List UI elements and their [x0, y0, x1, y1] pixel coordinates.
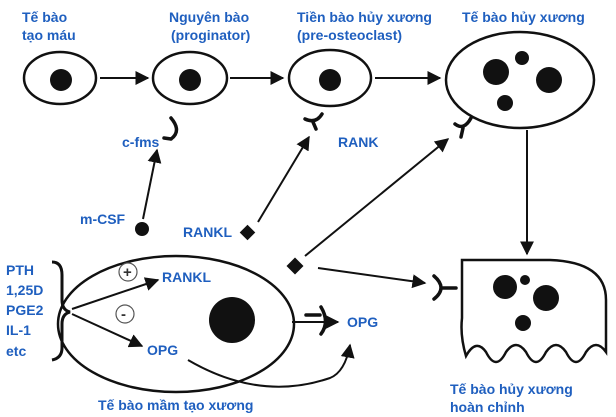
- mature-osteoclast-cell: [460, 258, 608, 364]
- plus-sign-icon: [118, 262, 138, 282]
- rankl-inside-label: RANKL: [162, 269, 211, 285]
- progenitor-cell-label-line1: Nguyên bào: [169, 9, 249, 25]
- arrow-stimuli-to-rankl: [71, 277, 160, 310]
- mature-osteoclast-label-line2: hoàn chỉnh: [450, 399, 525, 415]
- minus-sign: -: [121, 306, 126, 323]
- rankl-ligand-icon: [239, 224, 256, 241]
- rank-receptor-icon-preosteoclast: [303, 112, 324, 131]
- preosteoclast-label-line1: Tiền bào hủy xương: [297, 9, 432, 25]
- mcsf-ligand-icon: [135, 222, 149, 236]
- stimulus-pge2: PGE2: [6, 302, 44, 318]
- rankl-top-label: RANKL: [183, 224, 232, 240]
- preosteoclast-label-line2: (pre-osteoclast): [297, 27, 402, 43]
- mcsf-label: m-CSF: [80, 211, 126, 227]
- opg-inside-label: OPG: [147, 342, 178, 358]
- opg-outside-label: OPG: [347, 314, 378, 330]
- hematopoietic-cell: [22, 50, 98, 106]
- minus-sign-icon: [115, 304, 135, 324]
- preosteoclast-cell: [287, 48, 373, 108]
- rank-label: RANK: [338, 134, 378, 150]
- arrow-stimuli-to-opg: [71, 313, 144, 348]
- progenitor-cell: [151, 50, 229, 106]
- osteoblast-cell: [56, 254, 296, 394]
- rankl-membrane-icon: [286, 257, 304, 275]
- stimuli-brace: [51, 260, 71, 362]
- opg-membrane-icon: [304, 305, 328, 336]
- stimulus-125d: 1,25D: [6, 282, 43, 298]
- osteoclast-label: Tế bào hủy xương: [462, 9, 585, 25]
- stimulus-pth: PTH: [6, 262, 34, 278]
- arrow-rankl-to-mature-osteoclast: [317, 267, 427, 289]
- arrow-rankl-to-rank: [257, 135, 310, 223]
- osteoclast-cell: [444, 30, 596, 130]
- arrow-rankl-to-osteoclast: [304, 138, 450, 257]
- stimulus-etc: etc: [6, 343, 26, 359]
- osteoblast-label: Tế bào mầm tạo xương: [98, 397, 253, 413]
- arrow-mcsf-to-cfms: [142, 148, 162, 220]
- hematopoietic-cell-label-line1: Tế bào: [22, 9, 67, 25]
- cfms-receptor-icon: [162, 116, 179, 141]
- rank-receptor-icon-mature: [432, 274, 458, 301]
- progenitor-cell-label-line2: (proginator): [171, 27, 250, 43]
- plus-sign: +: [123, 264, 132, 281]
- hematopoietic-cell-label-line2: tạo máu: [22, 27, 76, 43]
- stimulus-il1: IL-1: [6, 322, 31, 338]
- mature-osteoclast-label-line1: Tế bào hủy xương: [450, 381, 573, 397]
- cfms-label: c-fms: [122, 134, 160, 150]
- arrow-opg-secretion: [187, 343, 355, 388]
- rank-receptor-icon-osteoclast: [453, 116, 473, 139]
